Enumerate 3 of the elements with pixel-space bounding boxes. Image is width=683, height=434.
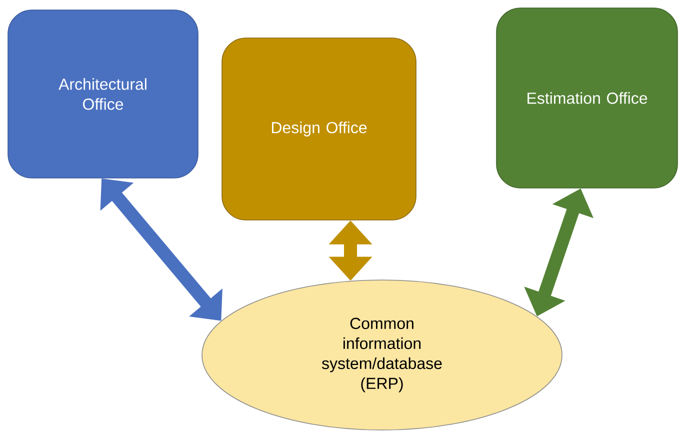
office-box: Architectural Office bbox=[8, 10, 198, 178]
office-box: Design Office bbox=[222, 38, 416, 220]
office-box: Estimation Office bbox=[496, 8, 678, 188]
